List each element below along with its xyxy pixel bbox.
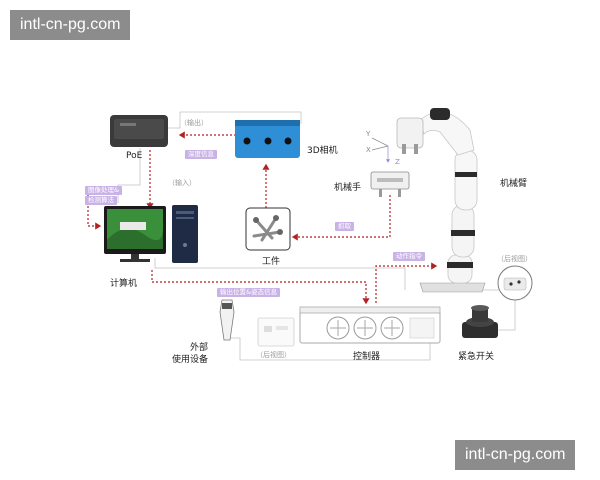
controller-label: 控制器 (353, 352, 381, 362)
axis-indicator (371, 137, 391, 163)
robot-arm-icon (396, 108, 486, 293)
robot-gripper-icon (370, 171, 410, 197)
computer-label: 计算机 (110, 279, 138, 289)
3d-camera-icon (235, 120, 300, 158)
external-device-label-line2: 使用设备 (172, 355, 209, 365)
tag-grasp: 抓取 (335, 222, 354, 231)
input-note: （输入） (168, 179, 196, 187)
rear-view-note-left: （后视图） (256, 351, 291, 359)
tag-position-output: 输出位置&姿态信息 (217, 288, 281, 297)
emergency-stop-icon (462, 305, 498, 338)
red-dotted-arrows (87, 131, 438, 305)
output-note: （输出） (180, 119, 208, 127)
watermark-bottom: intl-cn-pg.com (455, 440, 576, 470)
workpiece-label: 工件 (262, 257, 281, 267)
poe-injector-icon (110, 115, 168, 147)
axis-y-label: Y (366, 130, 371, 138)
watermark-top: intl-cn-pg.com (10, 10, 131, 40)
arm-label: 机械臂 (500, 179, 528, 189)
tag-algorithm-line2: 检测算法 (85, 196, 117, 205)
bolts-workpiece-icon (245, 207, 291, 251)
estop-label: 紧急开关 (458, 352, 495, 362)
poe-label: PoE (126, 151, 143, 161)
tag-algorithm-line1: 图像处理& (85, 186, 123, 195)
axis-x-label: X (366, 146, 371, 154)
controller-rear-view-icon (257, 317, 295, 347)
tag-depth-info: 深度信息 (185, 150, 217, 159)
rear-view-note-right: （后视图） (497, 255, 532, 263)
axis-z-label: Z (395, 158, 400, 166)
teach-pendant-icon (219, 299, 235, 341)
external-device-label-line1: 外部 (190, 343, 209, 353)
desktop-computer-icon (104, 205, 198, 263)
gripper-label: 机械手 (334, 183, 362, 193)
camera-label: 3D相机 (307, 146, 338, 156)
arm-rear-view-icon (497, 265, 533, 301)
tag-motion-command: 动作指令 (393, 252, 425, 261)
controller-box-icon (299, 306, 441, 344)
